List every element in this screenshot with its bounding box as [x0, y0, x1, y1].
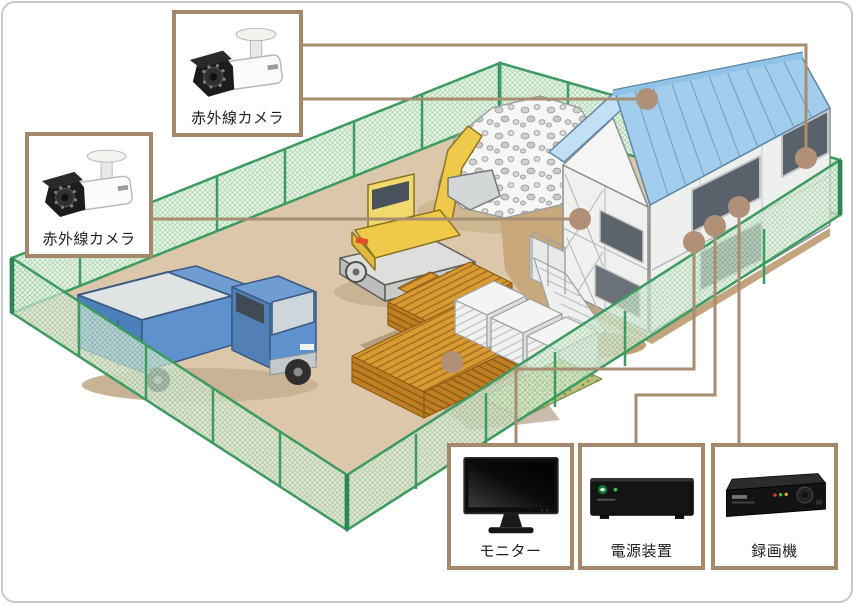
callout-label: モニター — [479, 542, 542, 560]
dot-office-c — [728, 196, 750, 218]
infrared-camera-icon — [176, 14, 299, 111]
infrared-camera-icon — [29, 136, 149, 232]
dump-truck — [77, 265, 318, 402]
connection-dots — [441, 88, 817, 373]
line-power-to-office — [634, 226, 717, 445]
recorder-icon — [715, 447, 834, 544]
callout-monitor: モニター — [447, 443, 574, 570]
callout-power-supply: 電源装置 — [578, 443, 705, 570]
dot-office-a — [683, 231, 705, 253]
callout-recorder: 録画機 — [711, 443, 838, 570]
callout-label: 赤外線カメラ — [190, 109, 284, 127]
dot-stairs — [569, 208, 591, 230]
callout-infrared-camera-top: 赤外線カメラ — [172, 10, 303, 137]
fence-southeast — [344, 157, 843, 533]
line-camera-top-to-window — [303, 43, 808, 158]
callout-infrared-camera-left: 赤外線カメラ — [25, 132, 153, 258]
monitor-icon — [451, 447, 570, 544]
brand-mark — [266, 63, 278, 70]
dot-roof — [636, 88, 658, 110]
brand-mark — [117, 184, 129, 192]
callout-label: 赤外線カメラ — [42, 230, 136, 248]
power-supply-icon — [582, 447, 701, 544]
connection-lines — [153, 43, 808, 445]
dot-window — [795, 147, 817, 169]
callout-label: 電源装置 — [610, 542, 673, 560]
dot-lumber — [441, 351, 463, 373]
line-monitor-to-office — [514, 242, 696, 445]
callout-label: 録画機 — [751, 542, 798, 560]
dot-office-b — [704, 215, 726, 237]
